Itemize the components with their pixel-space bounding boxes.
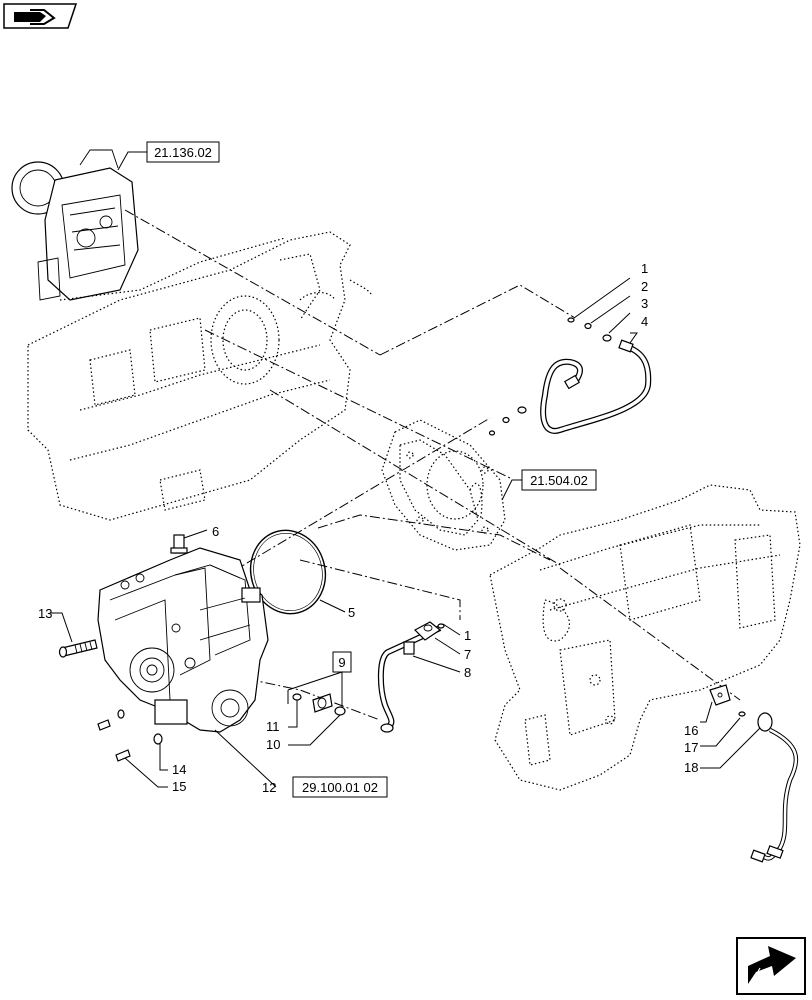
- callout-7: 7: [464, 647, 471, 662]
- screws-14-15: [97, 709, 163, 762]
- hydraulic-tube-4: [540, 339, 652, 434]
- callout-17: 17: [684, 740, 698, 755]
- callout-group-harness: 16 17 18: [684, 701, 761, 775]
- seal-rings: [488, 317, 612, 436]
- callout-14: 14: [172, 762, 186, 777]
- leader-line: [117, 151, 147, 171]
- callout-11: 11: [266, 719, 280, 734]
- callout-group-fitting: 11 10: [266, 700, 341, 752]
- reference-box-pump[interactable]: 29.100.01 02: [292, 776, 388, 798]
- transmission-housing: [489, 484, 801, 791]
- reference-label-hydraulic-valve: 21.136.02: [154, 145, 212, 160]
- leader-line: [319, 599, 346, 613]
- callout-18: 18: [684, 760, 698, 775]
- flange-plate: [381, 419, 506, 551]
- callout-10: 10: [266, 737, 280, 752]
- hydraulic-pump-assembly: [97, 547, 269, 733]
- callout-15: 15: [172, 779, 186, 794]
- callout-16: 16: [684, 723, 698, 738]
- reference-label-pump: 29.100.01 02: [302, 780, 378, 795]
- callout-group-top: 1 2 3 4: [573, 261, 648, 344]
- callout-1b: 1: [464, 628, 471, 643]
- callout-group-pipe: 1 7 8: [412, 623, 471, 680]
- callout-3: 3: [641, 296, 648, 311]
- callout-6: 6: [212, 524, 219, 539]
- assembly-line: [559, 567, 741, 701]
- callout-2: 2: [641, 279, 648, 294]
- callout-5: 5: [348, 605, 355, 620]
- callout-8: 8: [464, 665, 471, 680]
- kit-bracket: [287, 671, 343, 710]
- reference-box-transmission[interactable]: 21.504.02: [521, 469, 597, 491]
- rear-axle-housing: [27, 231, 373, 521]
- assembly-line: [269, 389, 561, 566]
- assembly-line: [379, 284, 576, 356]
- pipe-assembly: [377, 621, 442, 733]
- callout-4: 4: [641, 314, 648, 329]
- callout-12: 12: [262, 780, 276, 795]
- bolt-13: [58, 639, 98, 658]
- assembly-line: [299, 559, 461, 620]
- assembly-line: [204, 329, 511, 479]
- manual-navigation-icon[interactable]: [3, 3, 78, 29]
- kit-label-9: 9: [338, 655, 345, 670]
- sensor-6: [170, 534, 188, 554]
- assembly-line: [317, 514, 551, 561]
- fitting-10-11: [292, 693, 346, 716]
- kit-box-9[interactable]: 9: [332, 651, 352, 673]
- assembly-line: [194, 667, 381, 721]
- leader-line: [50, 612, 73, 643]
- callout-13: 13: [38, 606, 52, 621]
- leader-line: [501, 479, 522, 501]
- leader-line: [214, 729, 277, 788]
- reference-label-transmission: 21.504.02: [530, 473, 588, 488]
- next-page-arrow-icon[interactable]: [736, 937, 806, 995]
- callout-group-screws: 14 15: [124, 744, 186, 794]
- sensor-harness: [709, 684, 799, 863]
- reference-box-hydraulic-valve[interactable]: 21.136.02: [146, 141, 220, 163]
- leader-line: [183, 529, 208, 539]
- o-ring-5: [249, 529, 327, 615]
- callout-1: 1: [641, 261, 648, 276]
- assembly-line: [124, 209, 381, 356]
- hydraulic-valve-assembly: [11, 149, 139, 301]
